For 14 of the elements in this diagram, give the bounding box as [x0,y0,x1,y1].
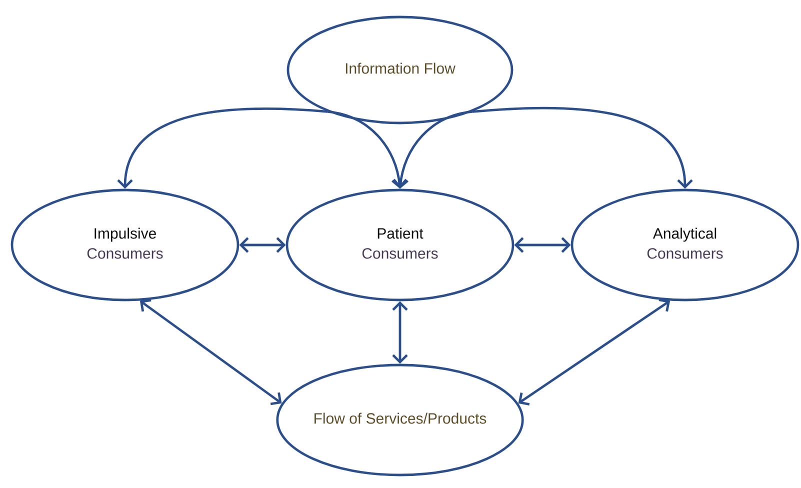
arrow [117,108,328,189]
ellipse-node: Flow of Services/Products [276,364,524,476]
arrow [328,110,408,189]
ellipse-node: Impulsive Consumers [10,188,240,302]
arrow [518,298,670,406]
ellipse-node: Analytical Consumers [570,188,800,302]
arrow [514,237,571,253]
arrow [239,237,286,253]
arrow [392,301,408,364]
ellipse-node: Information Flow [286,16,514,124]
arrow [140,298,282,406]
ellipse-node: Patient Consumers [286,188,514,302]
arrow [472,106,693,189]
arrow [392,110,472,189]
